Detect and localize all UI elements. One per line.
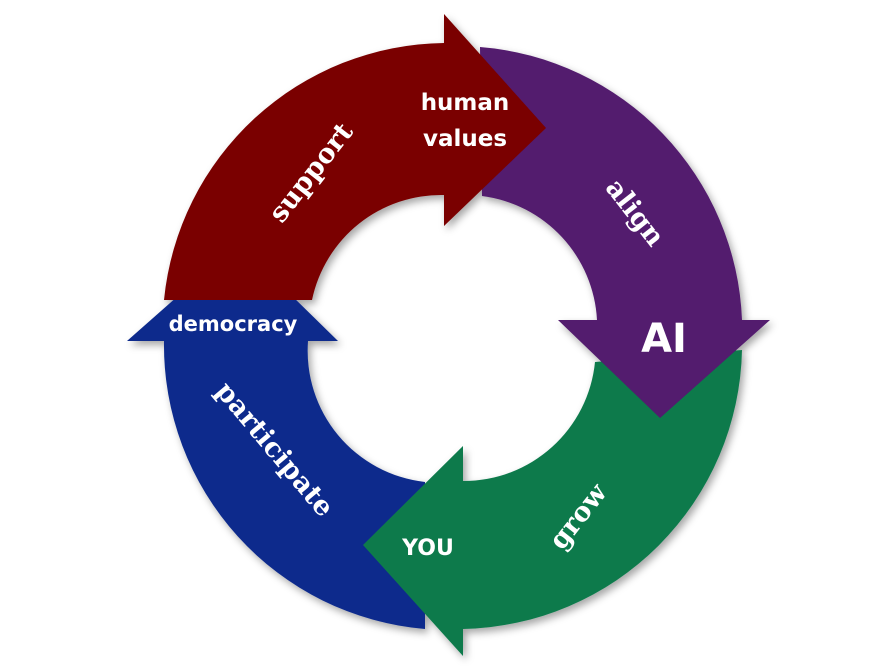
ai-label: AI: [641, 316, 687, 362]
human-values-label-line2: values: [423, 126, 507, 152]
align-arrow: [480, 47, 770, 418]
you-label: YOU: [401, 536, 454, 561]
participate-arrow: [127, 243, 425, 629]
support-arrow: [164, 14, 546, 300]
human-values-label-line1: human: [421, 90, 510, 116]
democracy-label: democracy: [169, 312, 298, 336]
grow-arrow: [363, 350, 742, 656]
